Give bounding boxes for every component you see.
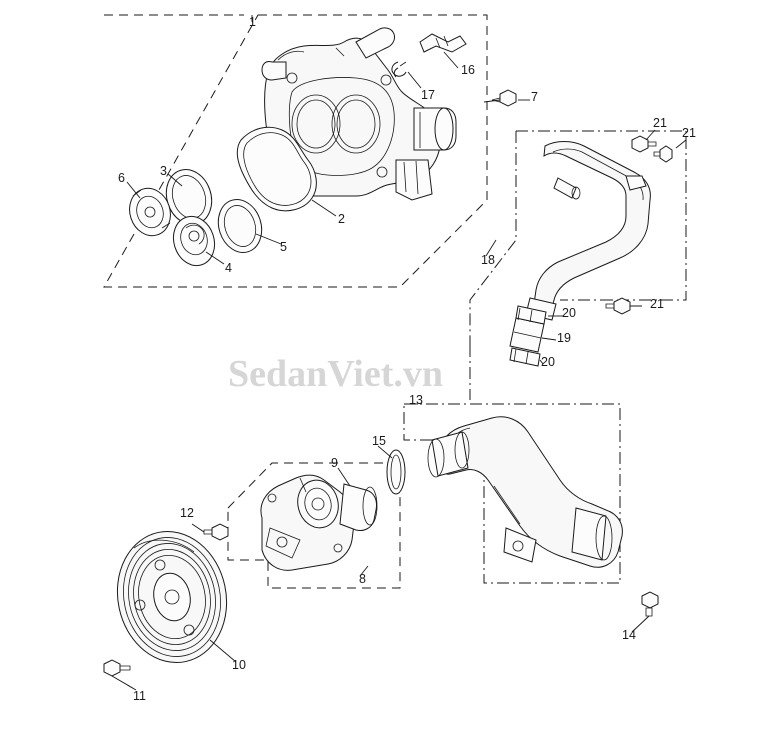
callout-11: 11 bbox=[133, 689, 146, 703]
callout-17: 17 bbox=[421, 88, 435, 102]
callout-20-b: 20 bbox=[541, 355, 555, 369]
part-17-retainer-clip bbox=[391, 61, 407, 78]
part-14-bolt bbox=[631, 591, 659, 633]
part-20-clamp-lower bbox=[509, 347, 541, 367]
part-4-thermostat-valve bbox=[172, 215, 216, 267]
callout-6: 6 bbox=[118, 171, 125, 185]
callout-7: 7 bbox=[531, 90, 538, 104]
part-11-bolt bbox=[103, 659, 137, 691]
part-6-thermostat bbox=[129, 187, 171, 237]
callout-18: 18 bbox=[481, 253, 495, 267]
part-21-bolt-a bbox=[631, 135, 657, 153]
callout-21-b: 21 bbox=[682, 126, 696, 140]
callout-21-a: 21 bbox=[653, 116, 667, 130]
part-10-pulley bbox=[116, 530, 228, 664]
callout-3: 3 bbox=[160, 164, 167, 178]
leader-lines bbox=[126, 51, 687, 663]
part-9-water-pump bbox=[260, 474, 378, 571]
group-8-boundary bbox=[227, 462, 401, 589]
part-5-seal-ring bbox=[217, 199, 263, 253]
callout-9: 9 bbox=[331, 456, 338, 470]
part-7-bolt bbox=[483, 89, 517, 107]
callout-10: 10 bbox=[232, 658, 246, 672]
callout-21-c: 21 bbox=[650, 297, 664, 311]
callout-4: 4 bbox=[225, 261, 232, 275]
callout-20-a: 20 bbox=[562, 306, 576, 320]
callout-19: 19 bbox=[557, 331, 571, 345]
callout-5: 5 bbox=[280, 240, 287, 254]
callout-14: 14 bbox=[622, 628, 636, 642]
part-21-bolt-b bbox=[653, 145, 673, 163]
callout-2: 2 bbox=[338, 212, 345, 226]
callout-8: 8 bbox=[359, 572, 366, 586]
group-18-boundary bbox=[469, 130, 687, 400]
part-12-bolt bbox=[191, 523, 229, 541]
callout-12: 12 bbox=[180, 506, 194, 520]
part-18-hose-assembly bbox=[525, 141, 651, 321]
watermark-text: SedanViet.vn bbox=[228, 353, 444, 395]
part-21-bolt-c bbox=[605, 297, 642, 315]
part-20-clamp-upper bbox=[515, 305, 547, 325]
group-1-boundary bbox=[103, 14, 488, 288]
part-13-outlet-pipe bbox=[427, 416, 623, 568]
part-2-gasket bbox=[236, 126, 317, 212]
callout-13: 13 bbox=[409, 393, 423, 407]
part-16-sensor bbox=[419, 33, 467, 53]
callout-16: 16 bbox=[461, 63, 475, 77]
group-13-boundary bbox=[403, 403, 621, 584]
callout-15: 15 bbox=[372, 434, 386, 448]
callout-1: 1 bbox=[249, 15, 256, 29]
part-15-o-ring bbox=[386, 449, 406, 495]
part-1-thermostat-housing bbox=[261, 27, 457, 201]
